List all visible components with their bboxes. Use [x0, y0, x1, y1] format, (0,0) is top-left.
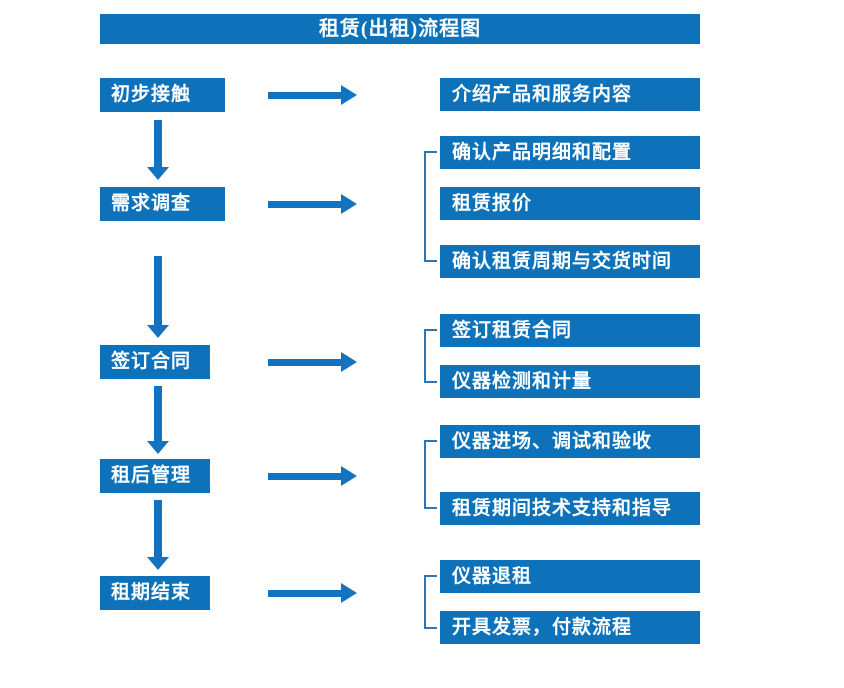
arrow-down-1 [147, 120, 169, 180]
bracket-group-5 [424, 575, 437, 629]
arrow-right-5 [268, 583, 357, 603]
detail-box-sign-rental-contract: 签订租赁合同 [440, 314, 700, 347]
detail-box-confirm-period-delivery: 确认租赁周期与交货时间 [440, 245, 700, 278]
step-box-post-rental: 租后管理 [100, 459, 210, 493]
bracket-group-4 [424, 440, 437, 509]
step-box-rental-end: 租期结束 [100, 576, 210, 610]
detail-box-tech-support: 租赁期间技术支持和指导 [440, 492, 700, 525]
step-box-sign-contract: 签订合同 [100, 345, 210, 379]
arrow-right-1 [268, 85, 357, 105]
detail-box-confirm-product-config: 确认产品明细和配置 [440, 136, 700, 169]
detail-box-rental-quote: 租赁报价 [440, 187, 700, 220]
detail-box-invoice-payment: 开具发票，付款流程 [440, 611, 700, 644]
arrow-down-3 [147, 386, 169, 454]
detail-box-introduce-products: 介绍产品和服务内容 [440, 78, 700, 111]
detail-box-instrument-setup: 仪器进场、调试和验收 [440, 425, 700, 458]
detail-box-instrument-testing: 仪器检测和计量 [440, 365, 700, 398]
arrow-down-2 [147, 256, 169, 338]
detail-box-instrument-return: 仪器退租 [440, 560, 700, 593]
arrow-right-3 [268, 352, 357, 372]
arrow-down-4 [147, 500, 169, 570]
step-box-initial-contact: 初步接触 [100, 78, 225, 112]
step-box-demand-survey: 需求调查 [100, 187, 225, 221]
arrow-right-2 [268, 194, 357, 214]
diagram-title: 租赁(出租)流程图 [100, 14, 700, 44]
bracket-group-3 [424, 329, 437, 383]
arrow-right-4 [268, 466, 357, 486]
bracket-group-2 [424, 151, 437, 262]
